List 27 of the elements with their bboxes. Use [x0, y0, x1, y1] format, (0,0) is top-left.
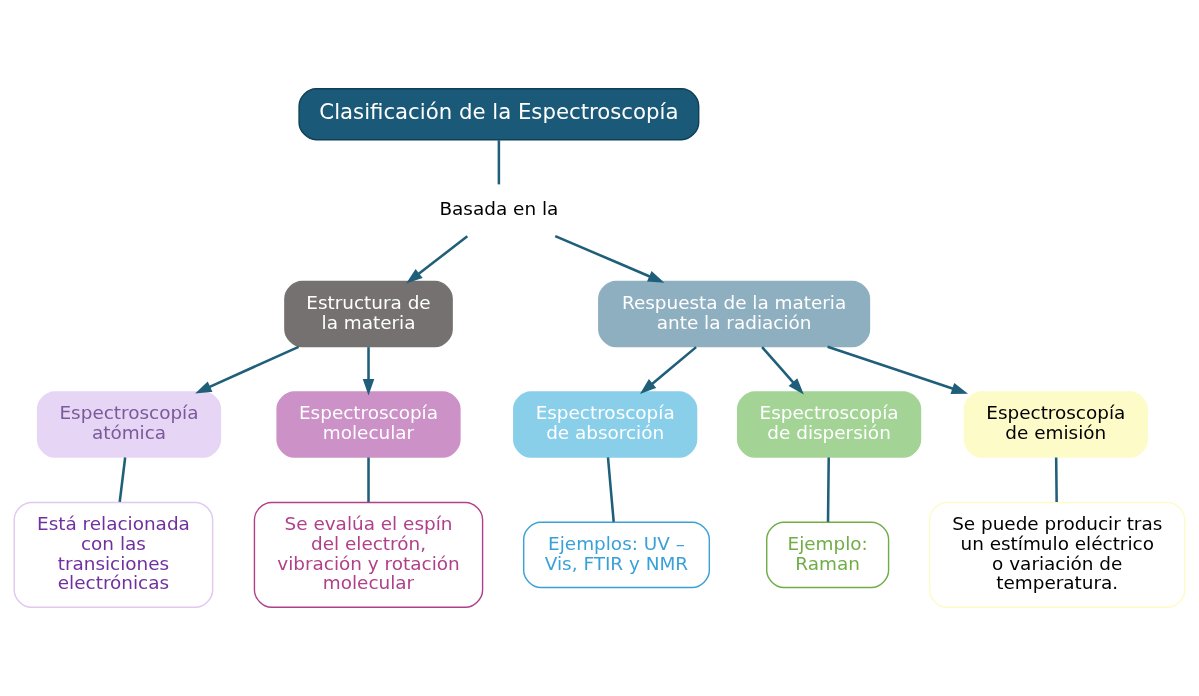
connector — [826, 457, 830, 522]
connector — [367, 457, 370, 502]
node-box: Ejemplo: Raman — [766, 521, 890, 589]
node-box: Espectroscopía atómica — [36, 391, 222, 458]
node-box: Ejemplos: UV – Vis, FTIR y NMR — [522, 521, 711, 589]
connector — [606, 457, 615, 522]
node-box: Está relacionada con las transiciones electrónicas — [13, 501, 214, 609]
arrow — [406, 235, 469, 284]
node-box: Se puede producir tras un estímulo eléctrico o variación de temperatura. — [929, 501, 1186, 609]
node-box: Clasificación de la Espectroscopía — [298, 87, 700, 141]
node-text: Basada en la — [439, 198, 559, 220]
node-box: Espectroscopía de absorción — [513, 391, 698, 458]
connector — [1054, 457, 1058, 502]
node-box: Espectroscopía de emisión — [963, 391, 1148, 458]
arrow — [195, 345, 300, 394]
arrow — [761, 346, 804, 395]
arrow — [554, 234, 665, 283]
node-box: Estructura de la materia — [284, 280, 453, 348]
connector — [118, 457, 127, 503]
arrow — [639, 346, 697, 395]
node-box: Espectroscopía de dispersión — [736, 391, 922, 458]
connector — [497, 140, 501, 185]
arrow — [362, 347, 375, 396]
node-box: Respuesta de la materia ante la radiación — [598, 280, 871, 348]
node-box: Se evalúa el espín del electrón, vibración y rotación molecular — [253, 501, 484, 609]
arrow — [827, 345, 968, 394]
node-box: Espectroscopía molecular — [276, 391, 461, 458]
